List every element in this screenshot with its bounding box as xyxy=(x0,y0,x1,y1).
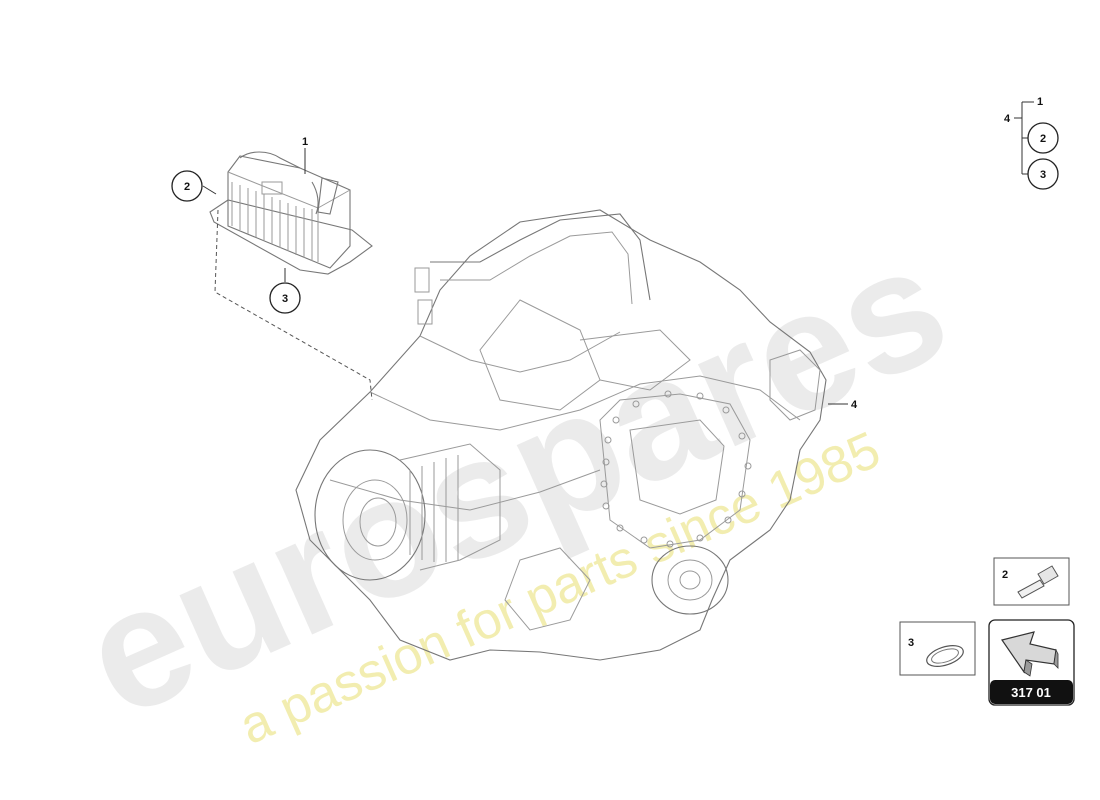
callout-gearbox[interactable]: 4 xyxy=(851,399,858,411)
oil-cooler-drawing xyxy=(209,151,373,275)
assembly-legend-tree: 4 1 2 3 xyxy=(1004,96,1059,190)
parts-key-gasket-label: 3 xyxy=(908,637,914,649)
gasket-ring-icon xyxy=(926,645,964,667)
legend-child-3-label: 3 xyxy=(1040,169,1046,181)
reference-tag: 317 01 xyxy=(988,619,1075,706)
callout-gasket[interactable]: 3 xyxy=(269,282,301,314)
parts-key-screw-label: 2 xyxy=(1002,569,1008,581)
watermark: eurospares a passion for parts since 198… xyxy=(58,207,973,756)
parts-key-screw[interactable]: 2 xyxy=(993,557,1070,606)
callout-2-label: 2 xyxy=(184,181,190,193)
legend-child-1-label: 1 xyxy=(1037,96,1043,108)
mounting-leader-line xyxy=(214,209,373,401)
callout-screw[interactable]: 2 xyxy=(171,170,203,202)
callout-oil-cooler[interactable]: 1 xyxy=(302,136,308,148)
bolt-icon xyxy=(1017,565,1059,599)
legend-parent-label: 4 xyxy=(1004,113,1011,125)
gearbox-drawing xyxy=(295,209,827,661)
direction-arrow-icon xyxy=(1001,631,1059,677)
callout-1-label: 1 xyxy=(302,136,308,148)
reference-code: 317 01 xyxy=(1011,685,1051,700)
callout-4-label: 4 xyxy=(851,399,858,411)
callout-3-label: 3 xyxy=(282,293,288,305)
parts-key-gasket[interactable]: 3 xyxy=(899,621,976,676)
legend-child-2-label: 2 xyxy=(1040,133,1046,145)
